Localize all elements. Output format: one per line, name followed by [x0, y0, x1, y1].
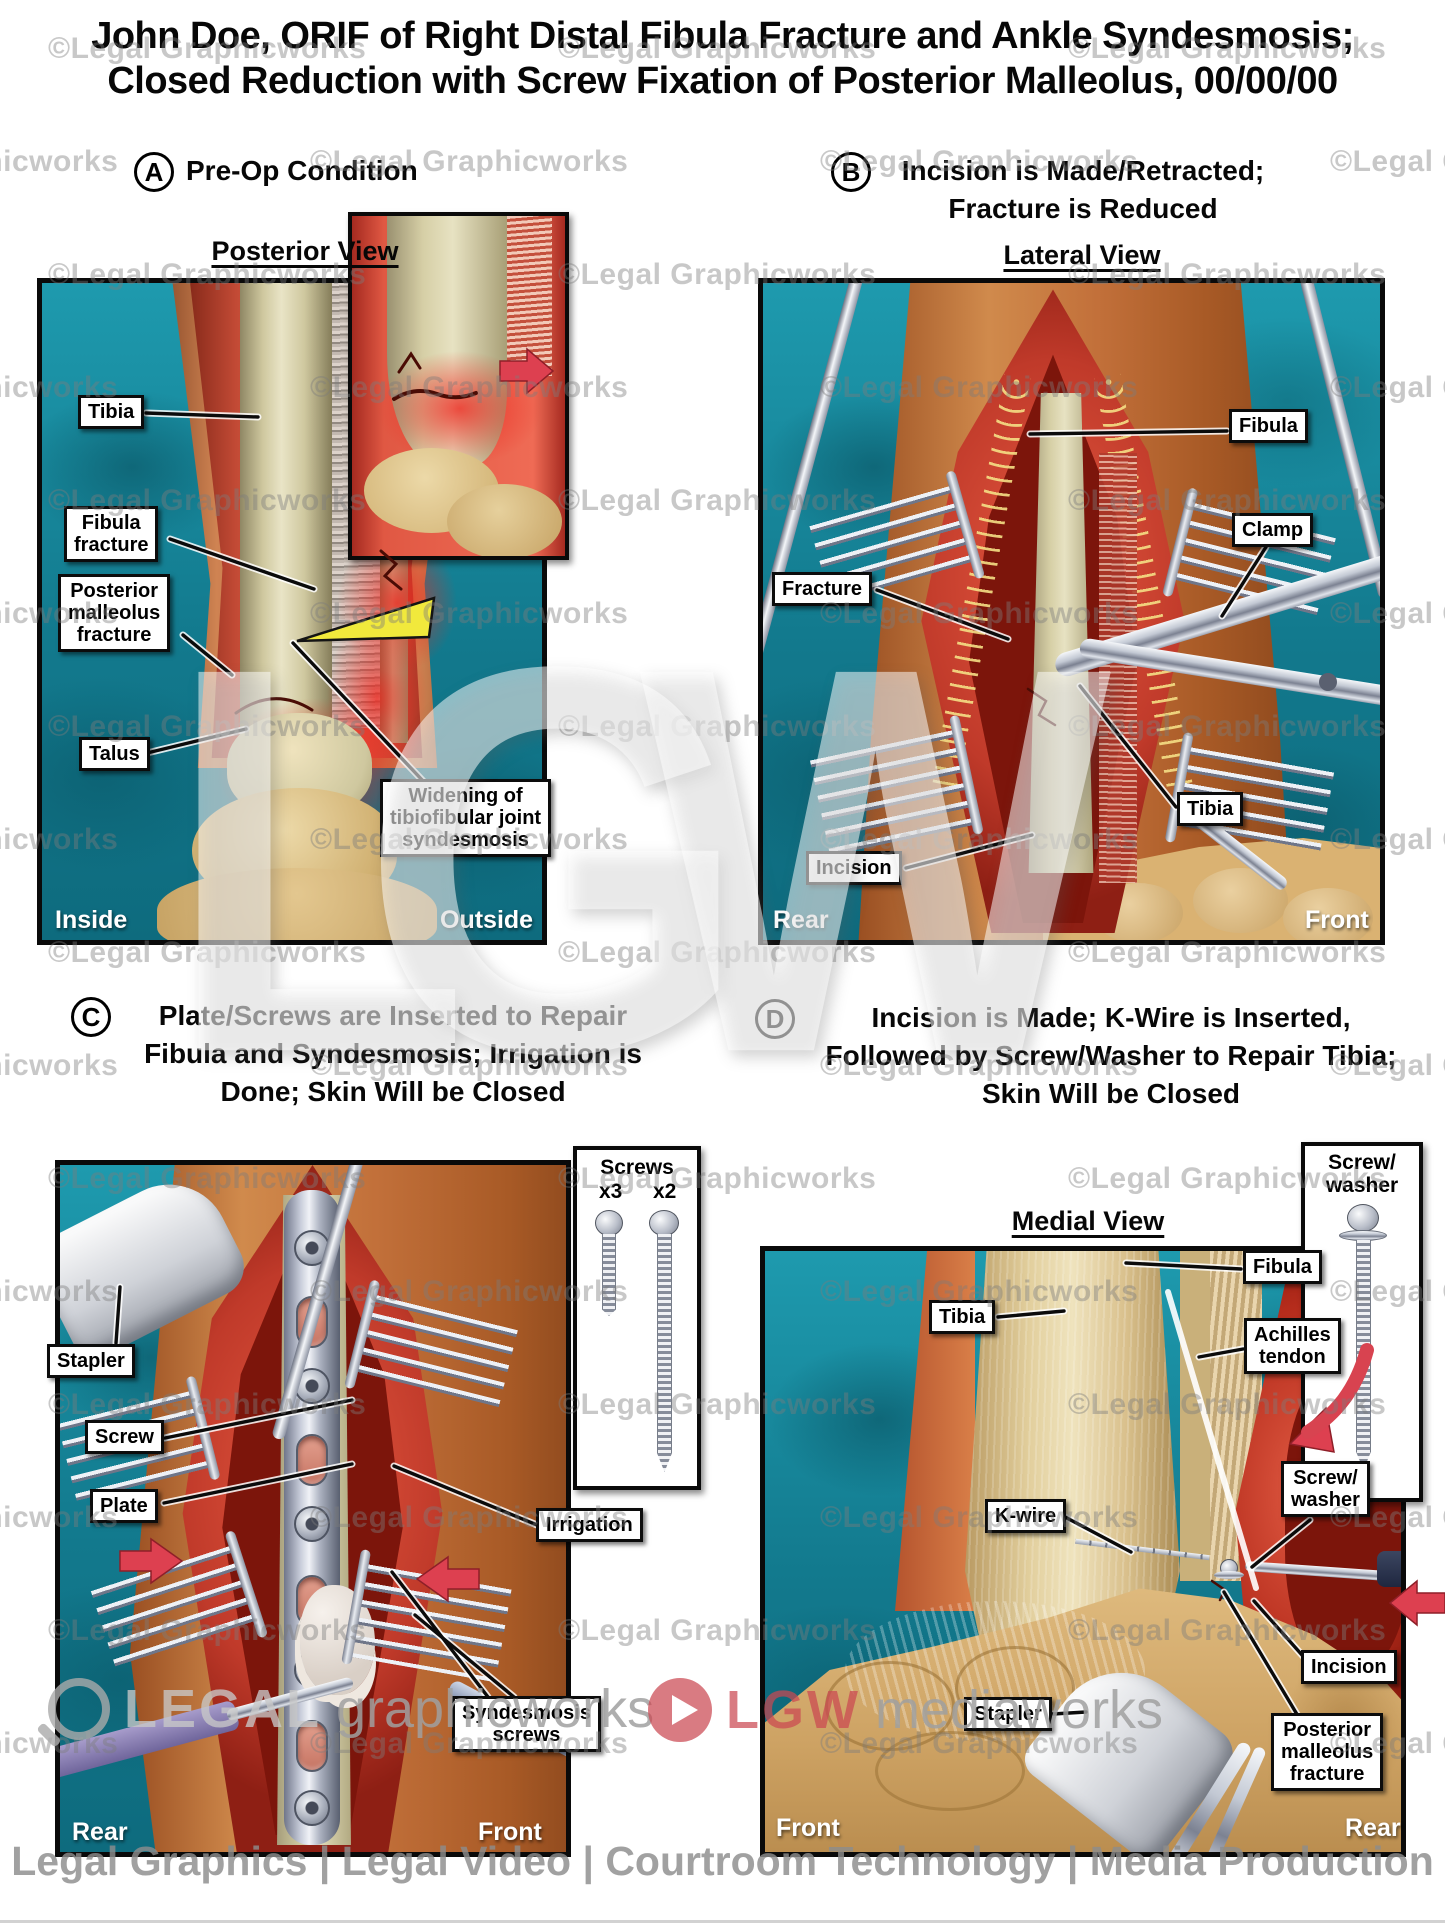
label-a-widening-syndesmosis: Widening of tibiofibular joint syndesmos… [380, 779, 552, 857]
foot-bone-outline [875, 1731, 1025, 1811]
section-header-b: B Incision is Made/Retracted; Fracture i… [831, 152, 1283, 228]
retractor-rod [763, 283, 868, 688]
label-b-fibula: Fibula [1229, 409, 1308, 443]
long-screw-shaft [657, 1234, 672, 1472]
footer-services-bar: Legal Graphics | Legal Video | Courtroom… [11, 1838, 1434, 1884]
label-c-irrigation: Irrigation [536, 1508, 643, 1542]
section-header-c: C Plate/Screws are Inserted to Repair Fi… [71, 997, 663, 1111]
foot-bones-shape [157, 868, 437, 940]
section-letter-d: D [755, 999, 795, 1039]
label-c-plate: Plate [90, 1489, 158, 1523]
clamp-hinge [1319, 673, 1337, 691]
bottom-rule [0, 1920, 1445, 1923]
section-heading-b: Incision is Made/Retracted; Fracture is … [901, 155, 1265, 224]
label-c-stapler: Stapler [47, 1344, 135, 1378]
label-d-achilles-tendon: Achilles tendon [1244, 1318, 1341, 1374]
section-header-d: D Incision is Made; K-Wire is Inserted, … [755, 999, 1415, 1113]
plate-screw-head [294, 1506, 330, 1542]
watermark-tile-text: ©Legal Graphicworks [0, 145, 119, 178]
corner-a-inside: Inside [55, 906, 128, 934]
label-b-fracture: Fracture [772, 572, 873, 606]
corner-c-rear: Rear [72, 1818, 128, 1846]
corner-a-outside: Outside [440, 906, 534, 934]
fixation-plate [284, 1190, 340, 1845]
view-title-posterior: Posterior View [211, 236, 399, 266]
label-a-talus: Talus [79, 737, 150, 771]
label-b-clamp: Clamp [1232, 513, 1314, 547]
fibula-sliver-shape [1180, 1251, 1210, 1581]
section-heading-a: Pre-Op Condition [186, 155, 418, 186]
section-heading-d: Incision is Made; K-Wire is Inserted, Fo… [825, 1002, 1397, 1109]
plate-screw-head [294, 1790, 330, 1826]
corner-d-front: Front [776, 1814, 840, 1842]
label-b-tibia: Tibia [1177, 792, 1244, 826]
view-title-medial: Medial View [1011, 1206, 1165, 1236]
label-a-posterior-malleolus-fracture: Posterior malleolus fracture [58, 574, 171, 652]
corner-c-front: Front [478, 1818, 542, 1846]
zoom-fracture-glow [377, 351, 542, 466]
label-d-tibia: Tibia [929, 1300, 996, 1334]
panel-a-zoom-inset [348, 212, 569, 560]
panel-b-illustration [758, 278, 1385, 945]
label-a-fibula-fracture: Fibula fracture [64, 506, 159, 562]
short-screw-head [595, 1210, 623, 1236]
washer-disc [1214, 1571, 1244, 1579]
section-letter-c: C [71, 997, 111, 1037]
label-c-syndesmosis-screws: Syndesmosis screws [452, 1696, 601, 1752]
section-letter-a: A [134, 152, 174, 192]
corner-d-rear: Rear [1345, 1814, 1401, 1842]
plate-empty-hole [296, 1434, 328, 1486]
label-d-screw-washer: Screw/ washer [1281, 1461, 1370, 1517]
corner-b-rear: Rear [773, 906, 829, 934]
label-d-fibula: Fibula [1243, 1250, 1322, 1284]
screwdriver-handle [1377, 1551, 1401, 1587]
section-header-a: A Pre-Op Condition [134, 152, 418, 192]
posterior-tissue-strip [1099, 453, 1137, 883]
play-icon [648, 1678, 712, 1742]
section-heading-c: Plate/Screws are Inserted to Repair Fibu… [144, 1000, 642, 1107]
label-d-stapler: Stapler [964, 1697, 1052, 1731]
plate-empty-hole [296, 1720, 328, 1772]
foot-bone-pebble [1283, 888, 1373, 940]
washer-screw-shaft [1356, 1240, 1371, 1470]
screw-washer-inset-title: Screw/ washer [1325, 1151, 1399, 1197]
washer-screw-head [1347, 1204, 1379, 1232]
view-title-lateral: Lateral View [1003, 240, 1161, 270]
label-d-k-wire: K-wire [985, 1499, 1067, 1533]
panel-c-screws-inset: Screws x3 x2 [573, 1146, 701, 1490]
short-screw-shaft [602, 1234, 616, 1316]
long-screw-head [649, 1210, 679, 1236]
label-b-incision: Incision [806, 851, 902, 885]
washer-disc [1339, 1230, 1387, 1241]
label-c-screw: Screw [85, 1420, 164, 1454]
zoom-joint-bone2-shape [447, 484, 562, 556]
section-letter-b: B [831, 152, 871, 192]
label-d-posterior-malleolus-fracture: Posterior malleolus fracture [1271, 1713, 1384, 1791]
screws-inset-title: Screws [600, 1156, 674, 1179]
screws-count-x3: x3 [599, 1180, 623, 1203]
label-d-incision: Incision [1301, 1650, 1397, 1684]
screws-count-x2: x2 [653, 1180, 677, 1203]
page-title: John Doe, ORIF of Right Distal Fibula Fr… [91, 15, 1354, 102]
corner-b-front: Front [1305, 906, 1369, 934]
watermark-tile-text: ©Legal Graphicworks [1330, 145, 1445, 178]
label-a-tibia: Tibia [78, 395, 145, 429]
